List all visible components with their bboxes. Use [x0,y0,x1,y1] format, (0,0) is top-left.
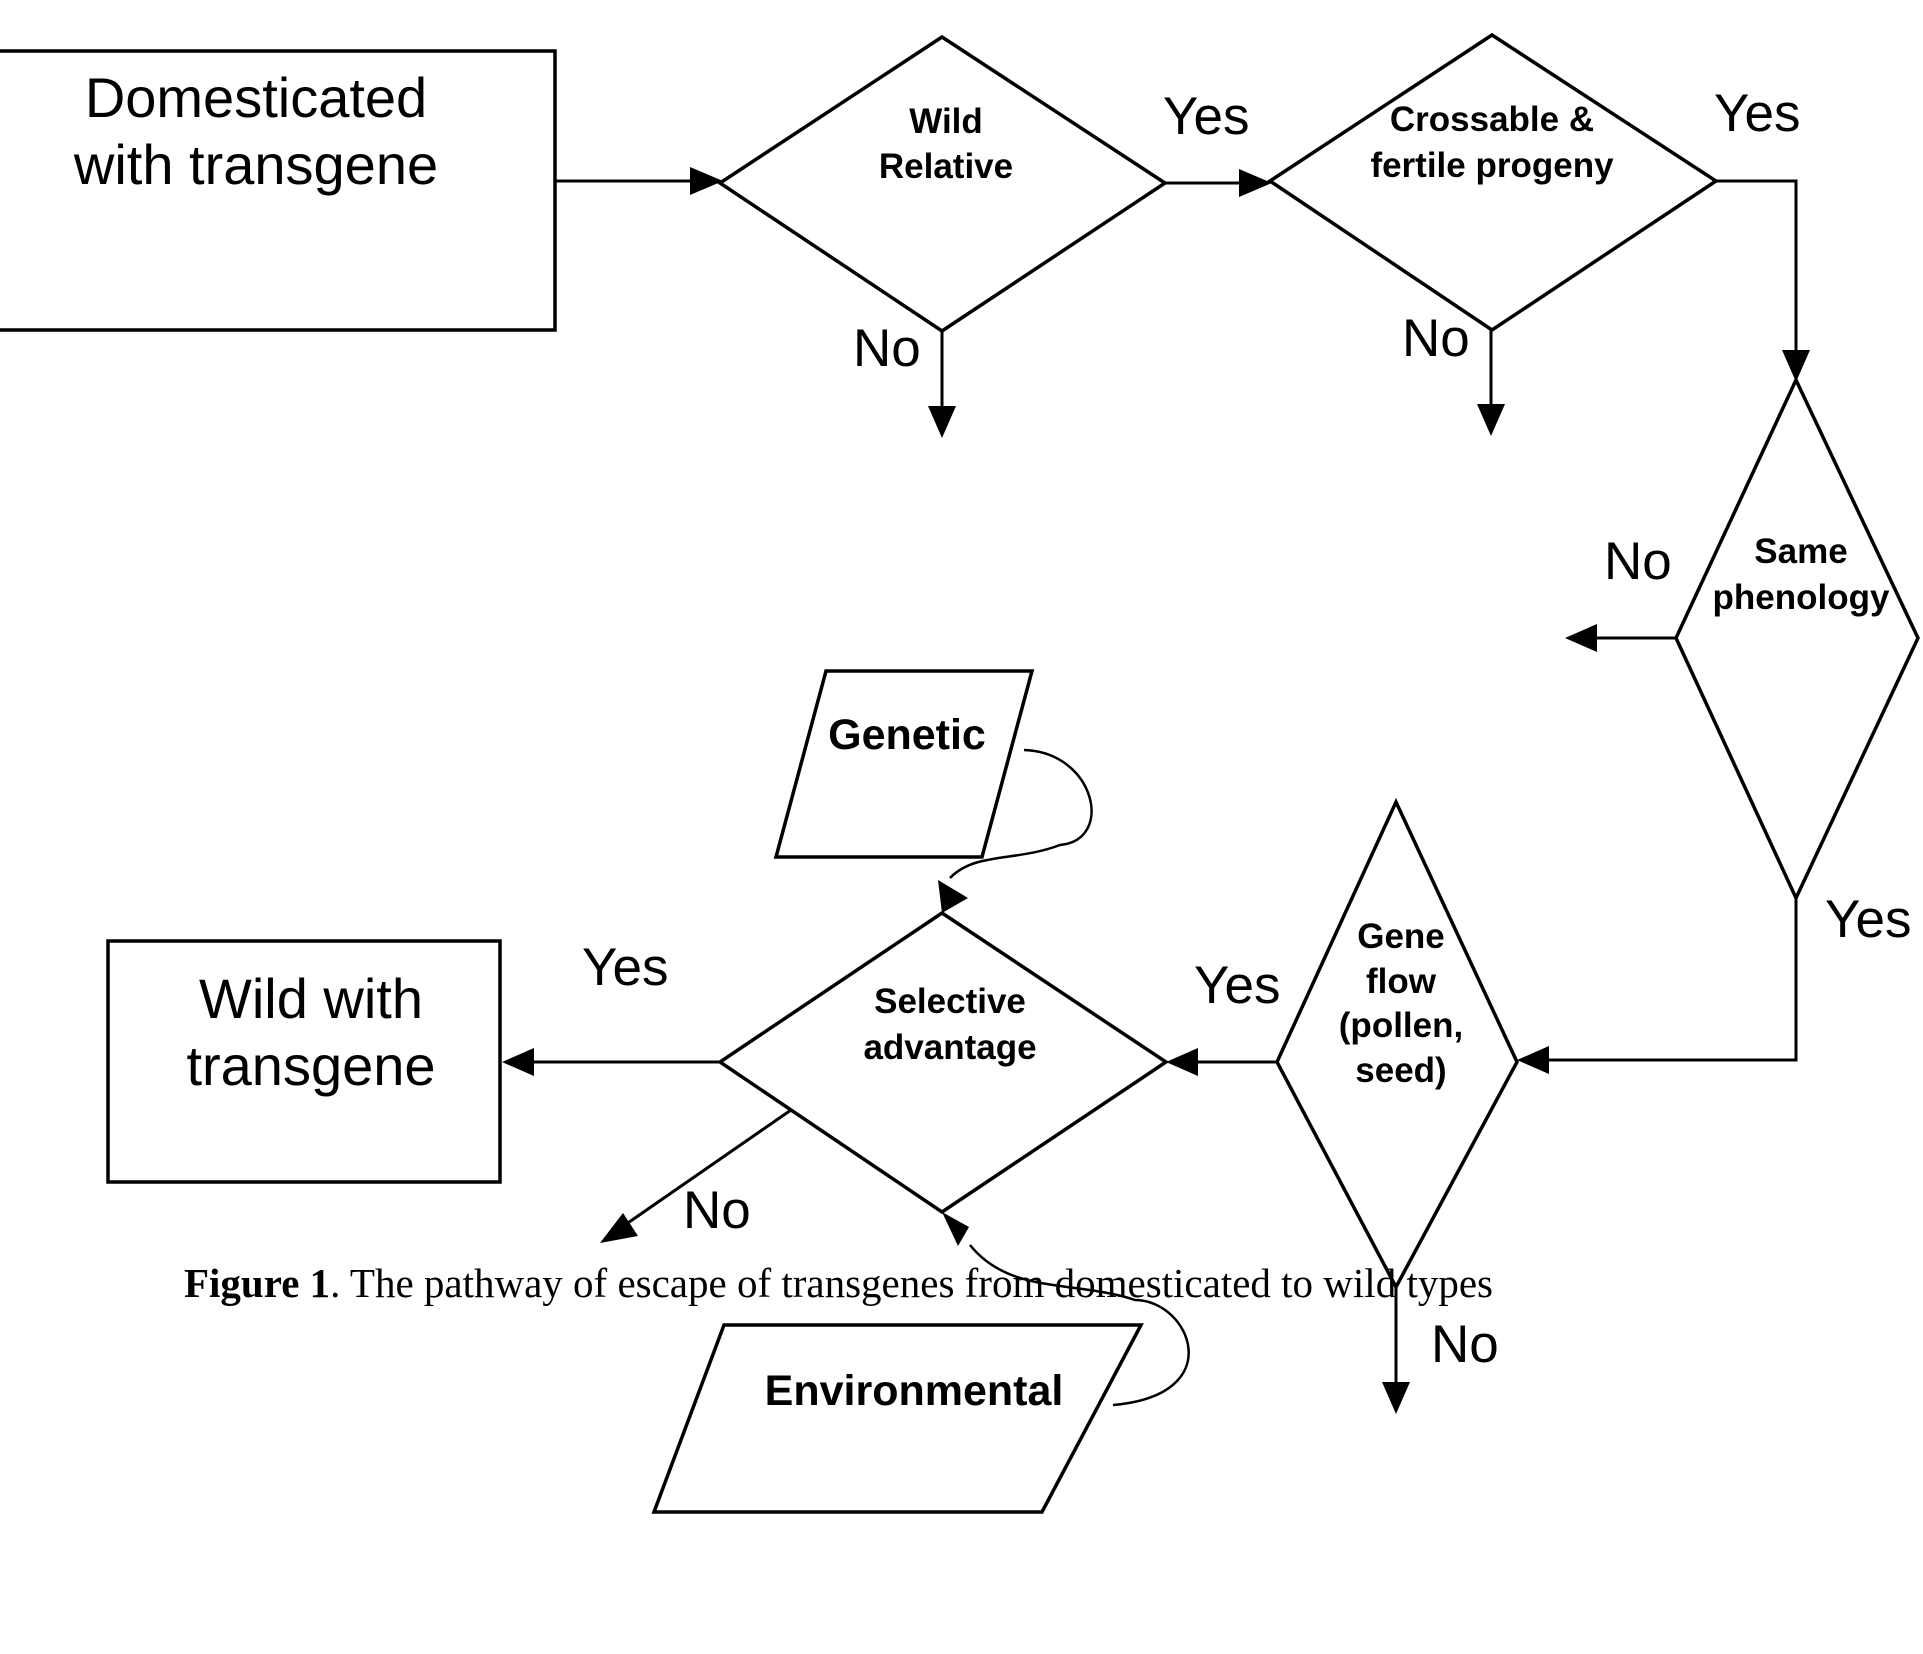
edge-phenology-to-gene-flow [1545,898,1798,1062]
node-label-line: seed) [1355,1051,1446,1090]
node-label-line: Wild [909,102,983,141]
no-label: No [1431,1315,1499,1374]
arrowhead [1239,169,1272,197]
arrowhead [1166,1048,1198,1076]
edge-genetic-to-selective [949,748,1093,879]
arrowhead [1477,404,1505,436]
node-label-line: Crossable & [1390,100,1594,139]
node-label-line: (pollen, [1339,1006,1463,1045]
yes-label: Yes [582,938,668,997]
yes-label: Yes [1825,890,1911,949]
decision-diamond [716,34,1169,334]
node-gene-flow: Gene flow (pollen, seed) [1275,797,1519,1291]
process-box [0,49,557,332]
yes-label: Yes [1194,956,1280,1015]
figure-caption: Figure 1. The pathway of escape of trans… [184,1260,1493,1306]
decision-diamond [1674,375,1920,903]
node-environmental: Environmental [651,1323,1144,1514]
arrowhead [1382,1382,1410,1414]
node-label: Environmental [765,1367,1064,1415]
arrowhead [1782,350,1810,382]
no-label: No [1402,309,1470,368]
arrowhead [938,880,968,913]
input-parallelogram [651,1323,1144,1514]
arrowhead [690,167,723,195]
node-label-line: with transgene [73,133,438,196]
node-label: Genetic [828,711,986,759]
yes-label: Yes [1163,87,1249,146]
arrowhead [502,1048,534,1076]
yes-label: Yes [1714,84,1800,143]
node-label-line: flow [1366,962,1437,1001]
node-domesticated-with-transgene: Domesticated with transgene [0,49,557,332]
figure-caption-text: . The pathway of escape of transgenes fr… [330,1260,1493,1306]
arrowhead [1517,1046,1549,1074]
node-genetic: Genetic [773,669,1035,859]
node-wild-with-transgene: Wild with transgene [106,939,502,1184]
input-parallelogram [773,669,1035,859]
edge-environmental-to-selective [969,1244,1190,1407]
edge-selective-no [621,1108,792,1229]
no-label: No [853,319,921,378]
arrowhead [928,406,956,438]
node-label-line: transgene [186,1034,435,1097]
figure-caption-label: Figure 1 [184,1260,330,1306]
node-label-line: Same [1754,532,1847,571]
node-label-line: Selective [874,982,1026,1021]
node-label-line: Domesticated [85,66,427,129]
node-label-line: advantage [863,1028,1036,1067]
arrowhead [600,1213,638,1243]
process-box [106,939,502,1184]
node-label-line: Gene [1357,917,1445,956]
node-label-line: phenology [1713,578,1890,617]
no-label: No [683,1181,751,1240]
decision-diamond [1275,797,1519,1291]
node-label-line: Wild with [199,967,423,1030]
edge-labels: Yes Yes No No No Yes Yes Yes No No [582,84,1911,1374]
connectors [502,167,1810,1414]
node-selective-advantage: Selective advantage [716,910,1170,1215]
decision-diamond [1266,32,1720,333]
node-wild-relative: Wild Relative [716,34,1169,334]
no-label: No [1604,532,1672,591]
arrowhead [942,1212,969,1246]
arrowhead [1565,624,1597,652]
node-same-phenology: Same phenology [1674,375,1920,903]
node-label-line: Relative [879,147,1013,186]
edge-crossable-to-phenology [1716,179,1798,352]
node-crossable-fertile-progeny: Crossable & fertile progeny [1266,32,1720,333]
node-label-line: fertile progeny [1370,146,1614,185]
decision-diamond [716,910,1170,1215]
